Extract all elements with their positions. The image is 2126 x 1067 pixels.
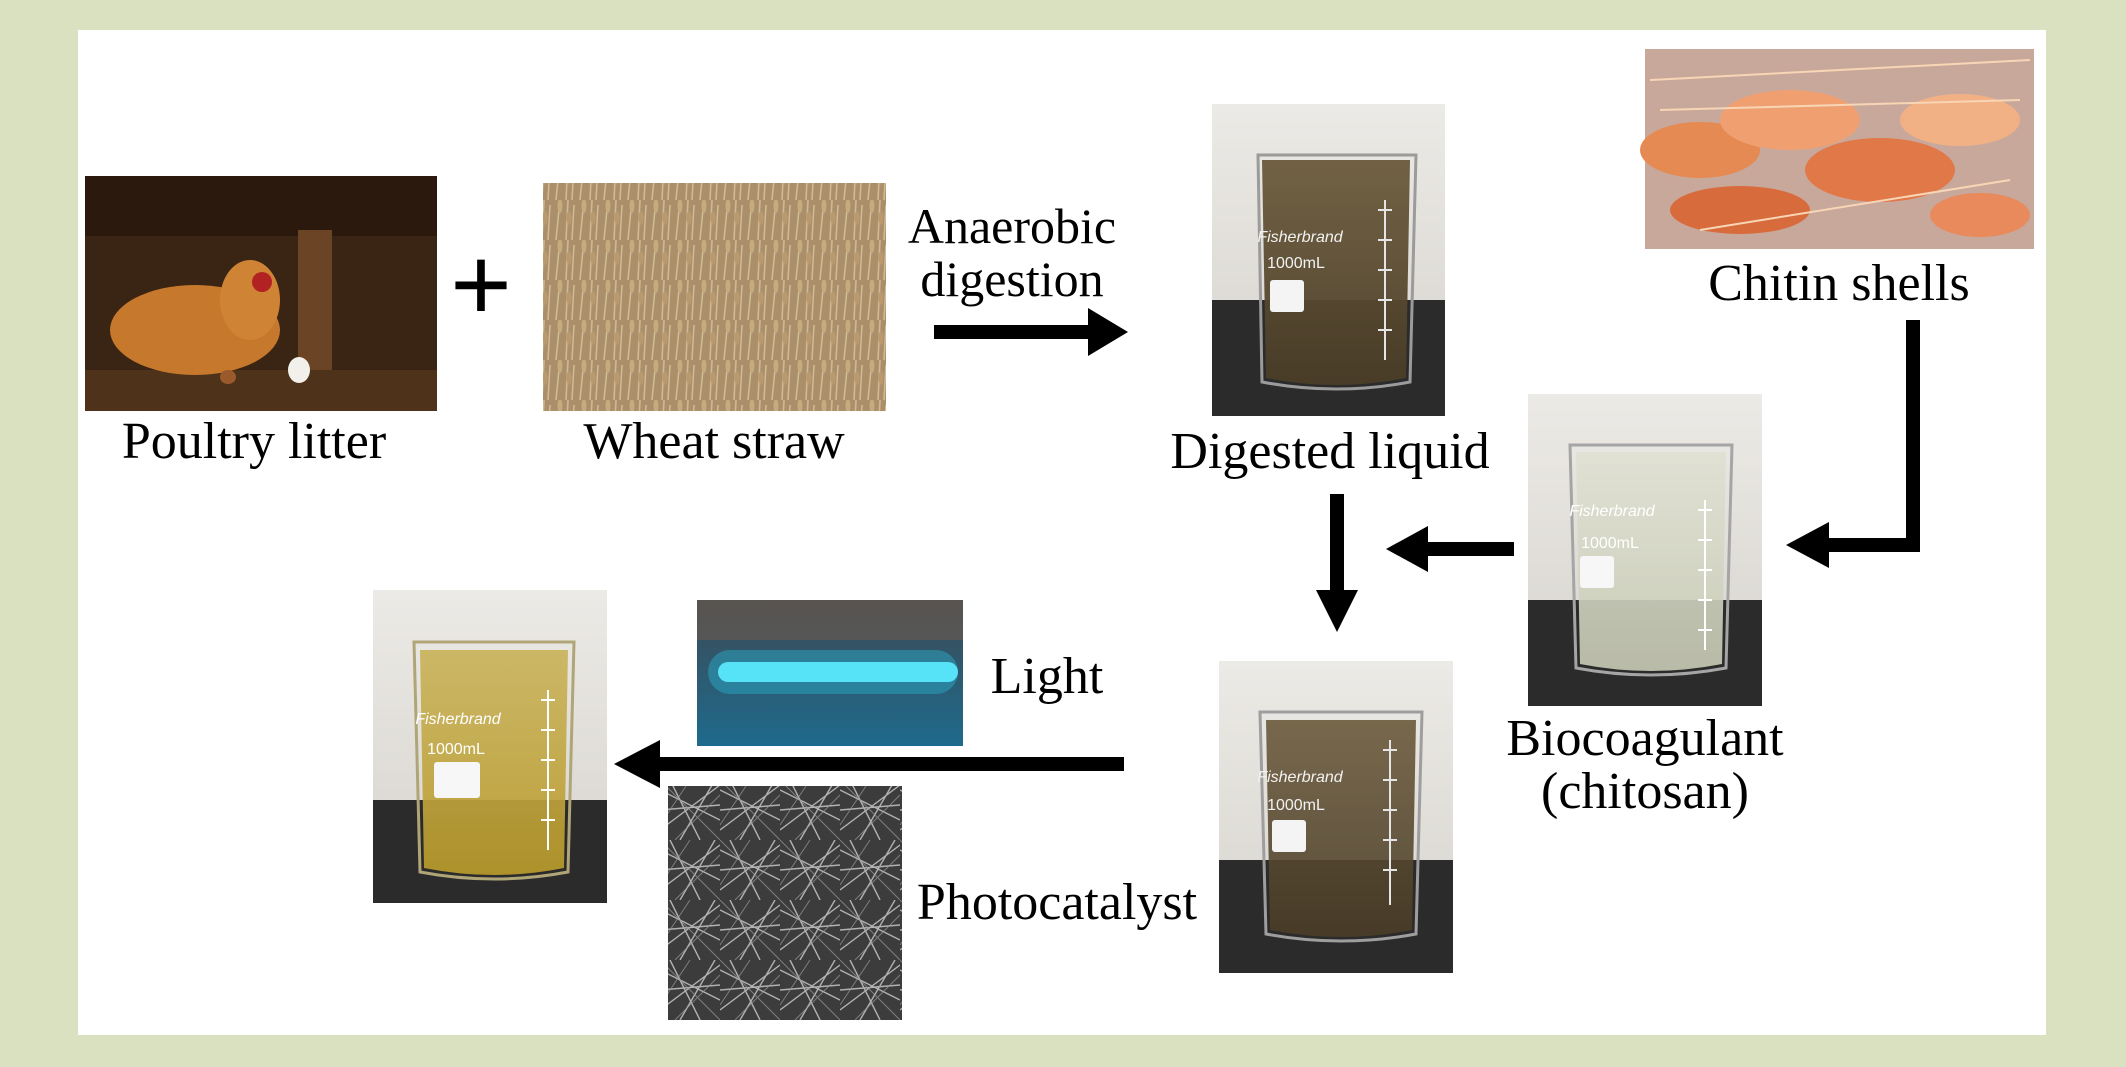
treated-water-beaker-photo: Fisherbrand 1000mL [373, 590, 607, 903]
digested-liquid-label: Digested liquid [1170, 423, 1489, 480]
poultry-litter-photo [85, 176, 437, 411]
beaker-volume-text: 1000mL [1267, 797, 1325, 814]
digested-liquid-beaker-photo: Fisherbrand 1000mL [1212, 104, 1445, 416]
beaker-brand-text: Fisherbrand [1569, 503, 1655, 520]
beaker-brand-text: Fisherbrand [1257, 229, 1343, 246]
wheat-straw-photo [543, 183, 886, 411]
beaker-volume-text: 1000mL [427, 741, 485, 758]
arrow-down-to-coagulated [1316, 494, 1358, 632]
beaker-brand-text: Fisherbrand [1257, 769, 1343, 786]
beaker-volume-text: 1000mL [1267, 255, 1325, 272]
anaerobic-label-line1: Anaerobic [908, 198, 1116, 254]
arrow-to-final [614, 740, 1124, 788]
poultry-litter-label: Poultry litter [122, 413, 386, 470]
wheat-straw-label: Wheat straw [583, 413, 845, 470]
arrow-to-digested [934, 308, 1128, 356]
arrow-chitin-to-biocoagulant [1786, 320, 1920, 568]
coagulated-beaker-photo: Fisherbrand 1000mL [1219, 661, 1453, 973]
beaker-brand-text: Fisherbrand [415, 711, 501, 728]
photocatalyst-label: Photocatalyst [917, 874, 1198, 931]
biocoagulant-label-line1: Biocoagulant [1506, 710, 1784, 767]
light-label: Light [991, 648, 1104, 705]
photocatalyst-photo [668, 786, 902, 1020]
anaerobic-label-line2: digestion [920, 251, 1103, 307]
chitin-shells-photo [1640, 49, 2034, 249]
beaker-volume-text: 1000mL [1581, 535, 1639, 552]
uv-light-photo [697, 600, 963, 746]
plus-sign: + [450, 224, 513, 346]
biocoagulant-beaker-photo: Fisherbrand 1000mL [1528, 394, 1762, 706]
arrow-biocoagulant-to-mix [1386, 526, 1514, 572]
biocoagulant-label-line2: (chitosan) [1541, 763, 1749, 820]
chitin-shells-label: Chitin shells [1708, 255, 1969, 312]
